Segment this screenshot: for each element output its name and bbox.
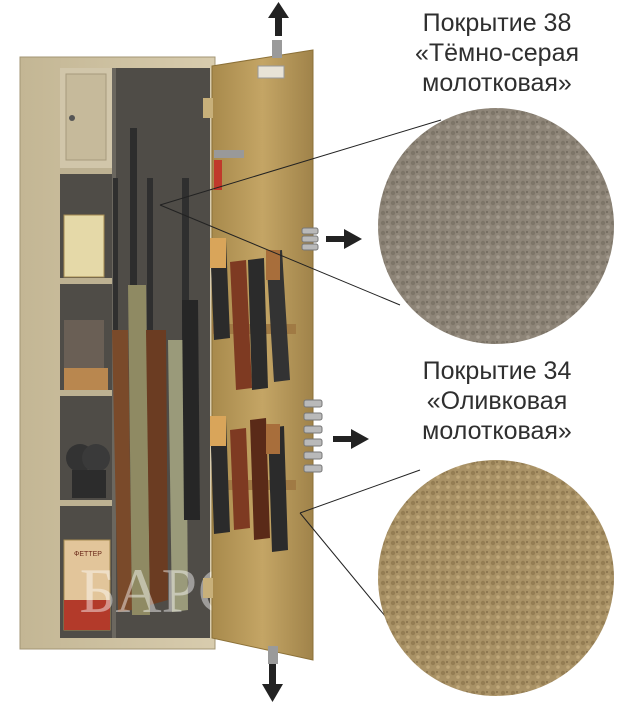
swatch-olive-hammer [378,460,614,696]
arrow-down-icon [262,660,283,702]
ammo-box-label: ФЕТТЕР [74,551,102,558]
safe-door [203,40,323,664]
coating-38-name-line2: молотковая» [422,69,572,97]
coating-34-name-line2: молотковая» [422,417,572,445]
coating-34-caption: Покрытие 34 «Оливковая молотковая» [372,356,622,446]
coating-38-name-line1: «Тёмно-серая [414,39,580,67]
coating-38-title: Покрытие 38 [422,9,572,37]
arrow-right-icon [333,429,369,449]
knife-holders [210,150,296,552]
callout-lines [159,119,442,623]
rifles [112,128,200,615]
arrow-right-icon [326,229,362,249]
coating-34-name-line1: «Оливковая [426,387,568,415]
arrow-up-icon [268,2,289,36]
coating-38-caption: Покрытие 38 «Тёмно-серая молотковая» [372,8,622,98]
coating-34-title: Покрытие 34 [422,357,572,385]
safe-body: БАРС ФЕТТЕР [19,56,241,650]
swatch-dark-gray-hammer [378,108,614,344]
